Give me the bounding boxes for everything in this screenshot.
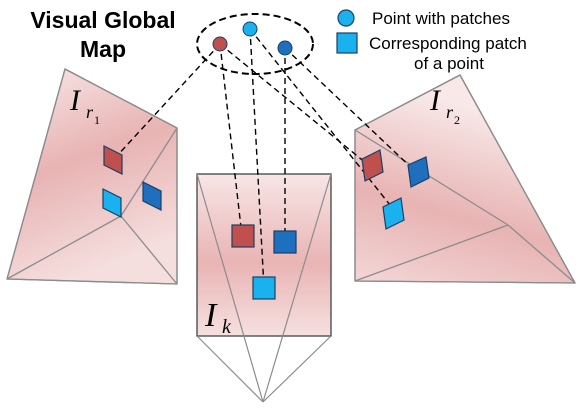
left-frame-label-main: I	[69, 84, 82, 117]
line-cyan-to-right	[249, 28, 395, 211]
left-camera-frustum	[6, 68, 178, 285]
right-patch-red	[361, 149, 384, 182]
center-frame-label-main: I	[204, 297, 218, 334]
right-frame-label-subsub: 2	[454, 113, 460, 127]
global-map-ellipse	[196, 13, 314, 75]
center-patch-red	[231, 224, 255, 248]
line-red-to-left	[114, 43, 221, 159]
line-blue-to-right	[284, 47, 419, 175]
map-point-cyan	[242, 21, 258, 37]
legend-patch-label-line2: of a point	[414, 54, 484, 73]
left-patch-blue	[142, 181, 162, 211]
left-patch-red	[103, 145, 123, 175]
map-point-blue	[277, 40, 293, 56]
left-patch-cyan	[102, 188, 122, 218]
right-frame-label-sub: r	[446, 102, 454, 122]
title-line-2: Map	[80, 36, 126, 62]
center-patch-blue	[273, 230, 297, 254]
right-patch-blue	[407, 156, 430, 188]
center-frame-label: I k	[204, 297, 232, 338]
center-patch-cyan	[252, 276, 276, 300]
right-frame-label: I r 2	[429, 84, 460, 127]
legend-point-icon	[337, 9, 355, 27]
line-cyan-to-center	[249, 28, 265, 289]
right-frame-label-main: I	[429, 84, 442, 117]
left-frame-label-subsub: 1	[94, 113, 100, 127]
center-frame-label-sub: k	[222, 316, 232, 338]
right-patch-cyan	[382, 197, 405, 230]
center-camera-frustum	[196, 173, 332, 403]
correspondence-lines	[114, 28, 419, 289]
right-camera-frustum	[354, 74, 577, 284]
left-frame-label-sub: r	[86, 102, 94, 122]
line-red-to-right	[219, 43, 373, 169]
legend-point-label: Point with patches	[372, 9, 510, 28]
map-point-red	[212, 36, 228, 52]
line-red-to-center	[219, 43, 243, 237]
center-image-plane	[196, 173, 332, 337]
legend-patch-icon	[336, 32, 358, 54]
right-image-plane	[354, 74, 577, 284]
left-frame-label: I r 1	[69, 84, 100, 127]
legend-patch-label-line1: Corresponding patch	[369, 34, 527, 53]
title-line-1: Visual Global	[30, 7, 175, 33]
